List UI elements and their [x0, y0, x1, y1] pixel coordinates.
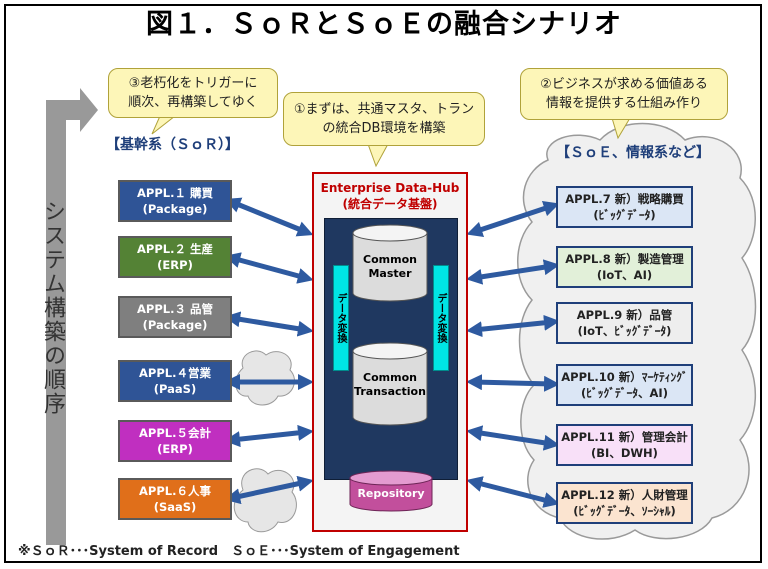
sor-app-box: APPL.６人事 (SaaS)	[118, 478, 232, 520]
common-transaction-label: Common Transaction	[354, 371, 426, 398]
callout-right-text: ②ビジネスが求める価値ある 情報を提供する仕組み作り	[540, 77, 708, 111]
system-build-order-label: システム構築の順序	[40, 200, 65, 416]
callout-center: ①まずは、共通マスタ、トラン の統合DB環境を構築	[283, 92, 485, 146]
callout-left: ③老朽化をトリガーに 順次、再構築してゆく	[108, 68, 278, 118]
hub-cylinders	[352, 224, 428, 426]
soe-app-technology: (ﾋﾞｯｸﾞﾃﾞｰﾀ、AI)	[581, 386, 668, 400]
callout-center-text: ①まずは、共通マスタ、トラン の統合DB環境を構築	[293, 102, 475, 136]
soe-app-box: APPL.7 新）戦略購買 (ﾋﾞｯｸﾞﾃﾞｰﾀ)	[556, 186, 693, 228]
sor-app-platform: (ERP)	[157, 442, 193, 456]
sor-connectors	[223, 197, 315, 505]
sor-app-name: APPL.５会計	[139, 426, 211, 440]
soe-app-box: APPL.12 新）人財管理 (ﾋﾞｯｸﾞﾃﾞｰﾀ、ｿｰｼｬﾙ)	[556, 482, 693, 524]
soe-connectors	[466, 200, 560, 508]
repository-cylinder	[349, 470, 433, 512]
soe-section-label: 【ＳｏＥ、情報系など】	[556, 145, 710, 161]
sor-app-name: APPL.３ 品管	[137, 302, 213, 316]
soe-app-box: APPL.10 新）ﾏｰｹﾃｨﾝｸﾞ (ﾋﾞｯｸﾞﾃﾞｰﾀ、AI)	[556, 364, 693, 406]
sor-app-platform: (PaaS)	[153, 382, 197, 396]
soe-app-technology: (IoT、ﾋﾞｯｸﾞﾃﾞｰﾀ)	[577, 324, 672, 338]
common-master-label: Common Master	[363, 253, 417, 280]
soe-app-name: APPL.7 新）戦略購買	[565, 192, 684, 206]
data-converter-left: データ変換	[333, 265, 349, 371]
sor-app-platform: (ERP)	[157, 258, 193, 272]
page-title: 図１．ＳｏＲとＳｏＥの融合シナリオ	[146, 9, 622, 40]
sor-app-platform: (Package)	[142, 202, 208, 216]
soe-app-name: APPL.9 新）品管	[576, 308, 673, 322]
data-converter-right: データ変換	[433, 265, 449, 371]
enterprise-data-hub: Enterprise Data-Hub (統合データ基盤) データ変換 データ変…	[312, 172, 468, 532]
soe-app-box: APPL.8 新）製造管理 (IoT、AI)	[556, 246, 693, 288]
soe-app-name: APPL.11 新）管理会計	[561, 430, 688, 444]
callout-left-text: ③老朽化をトリガーに 順次、再構築してゆく	[128, 76, 258, 110]
soe-app-technology: (ﾋﾞｯｸﾞﾃﾞｰﾀ)	[593, 208, 656, 222]
sor-app-box: APPL.３ 品管 (Package)	[118, 296, 232, 338]
sor-app-box: APPL.１ 購買 (Package)	[118, 180, 232, 222]
sor-app-platform: (SaaS)	[153, 500, 197, 514]
soe-app-name: APPL.12 新）人財管理	[561, 488, 688, 502]
common-master-cylinder	[352, 224, 428, 302]
soe-app-box: APPL.11 新）管理会計 (BI、DWH)	[556, 424, 693, 466]
hub-title-main: Enterprise Data-Hub	[320, 181, 460, 195]
soe-app-name: APPL.8 新）製造管理	[565, 252, 684, 266]
soe-app-box: APPL.9 新）品管 (IoT、ﾋﾞｯｸﾞﾃﾞｰﾀ)	[556, 302, 693, 344]
soe-app-technology: (BI、DWH)	[591, 446, 658, 460]
sor-app-name: APPL.６人事	[139, 484, 211, 498]
hub-title-sub: (統合データ基盤)	[342, 197, 438, 211]
hub-inner-panel: データ変換 データ変換 Common Master Common Transac…	[324, 218, 458, 480]
sor-app-name: APPL.４営業	[139, 366, 211, 380]
sor-app-platform: (Package)	[142, 318, 208, 332]
hub-title: Enterprise Data-Hub (統合データ基盤)	[314, 180, 466, 212]
footnote: ※ＳｏＲ･･･System of Record ＳｏＥ･･･System of …	[18, 544, 460, 559]
sor-app-box: APPL.２ 生産 (ERP)	[118, 236, 232, 278]
diagram-frame	[4, 4, 762, 563]
sor-app-box: APPL.５会計 (ERP)	[118, 420, 232, 462]
sor-app-name: APPL.１ 購買	[137, 186, 213, 200]
soe-app-technology: (IoT、AI)	[596, 268, 653, 282]
common-transaction-cylinder	[352, 342, 428, 426]
sor-app-name: APPL.２ 生産	[137, 242, 213, 256]
soe-app-name: APPL.10 新）ﾏｰｹﾃｨﾝｸﾞ	[561, 370, 688, 384]
callout-right: ②ビジネスが求める価値ある 情報を提供する仕組み作り	[520, 68, 728, 120]
repository-label: Repository	[357, 487, 425, 500]
order-arrow	[46, 88, 98, 545]
soe-app-technology: (ﾋﾞｯｸﾞﾃﾞｰﾀ、ｿｰｼｬﾙ)	[573, 504, 676, 518]
sor-section-label: 【基幹系（ＳｏＲ）】	[106, 137, 239, 153]
sor-app-box: APPL.４営業 (PaaS)	[118, 360, 232, 402]
